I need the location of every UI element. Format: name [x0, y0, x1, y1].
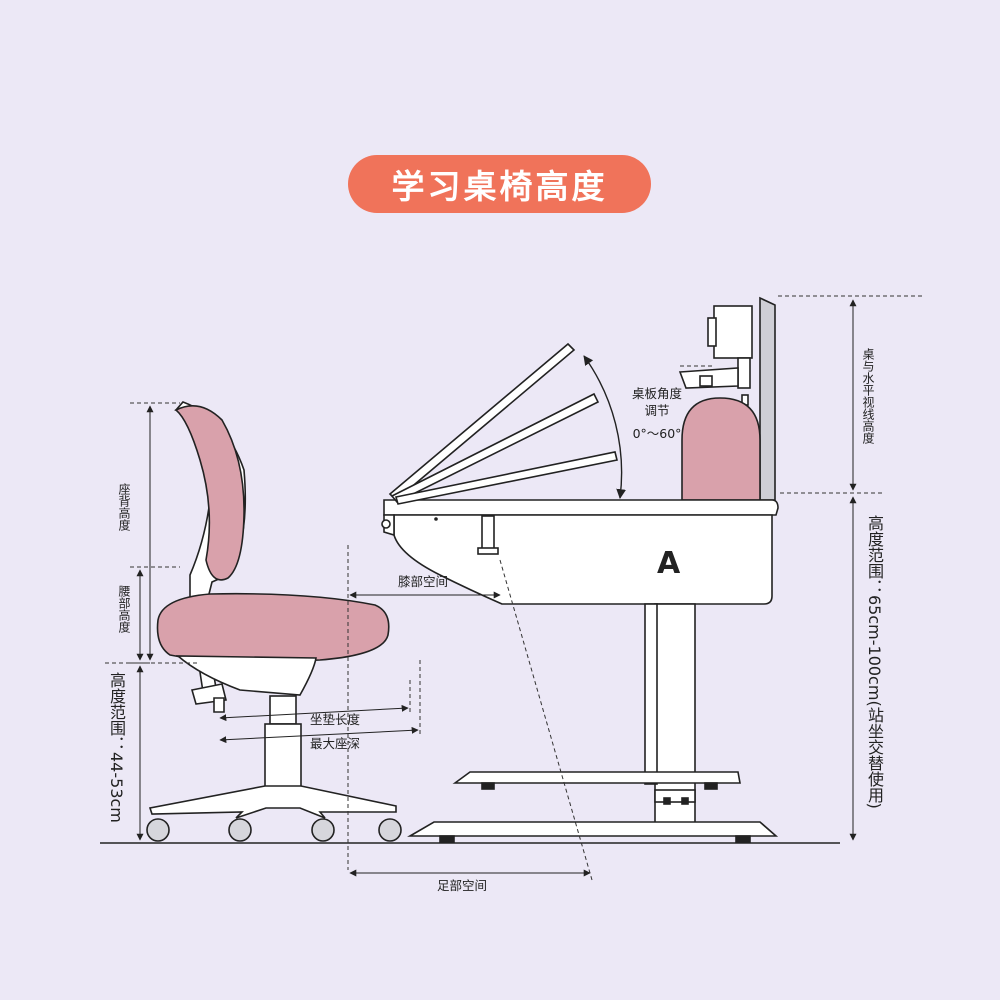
chair-gas-upper	[269, 695, 297, 725]
dim-max-seat-depth	[219, 726, 419, 744]
chair-seat-base	[175, 655, 317, 696]
chair-caster-1	[146, 818, 170, 842]
label-board-angle-sub: 调节	[644, 402, 670, 418]
chair-caster-2	[228, 818, 252, 842]
label-chair-height-range: 高度范围：44-53cm	[107, 672, 126, 823]
desk-back-cushion	[681, 397, 761, 501]
label-board-angle: 桌板角度 调节 0°～60°	[622, 386, 692, 443]
desk-foot-front	[407, 821, 779, 837]
label-desk-height-range: 高度范围：65cm-100cm(站坐交替使用)	[865, 515, 884, 809]
chair-gas-lower	[264, 723, 302, 789]
desktop	[383, 499, 779, 516]
desk-hutch-panel	[759, 296, 776, 501]
chair-back-cushion	[174, 404, 245, 581]
brand-logo: A	[657, 546, 681, 581]
angle-arc	[583, 355, 626, 499]
chair-caster-3	[311, 818, 335, 842]
chair-seat-cushion	[156, 592, 390, 663]
page-title: 学习桌椅高度	[348, 155, 651, 213]
chair-caster-4	[378, 818, 402, 842]
chair	[146, 401, 402, 842]
label-knee-space: 膝部空间	[398, 574, 449, 589]
desk-leg-inner	[644, 603, 658, 785]
label-foot-space: 足部空间	[437, 878, 488, 893]
label-cushion-length: 坐垫长度	[310, 712, 361, 727]
label-backrest-height: 座背高度	[117, 483, 131, 531]
desk-foot-back	[452, 771, 741, 784]
label-desk-eye-line-height: 桌与水平视线高度	[861, 348, 875, 444]
desk-lamp-box	[713, 305, 753, 359]
label-board-angle-title: 桌板角度	[631, 386, 682, 401]
dim-cushion-length	[219, 704, 409, 722]
label-lumbar-height: 腰部高度	[117, 585, 131, 633]
label-max-seat-depth: 最大座深	[310, 736, 361, 751]
desk-drawer-body	[393, 514, 773, 605]
label-board-angle-range: 0°～60°	[632, 425, 682, 441]
desk	[381, 296, 779, 843]
chair-star-base	[148, 785, 397, 819]
